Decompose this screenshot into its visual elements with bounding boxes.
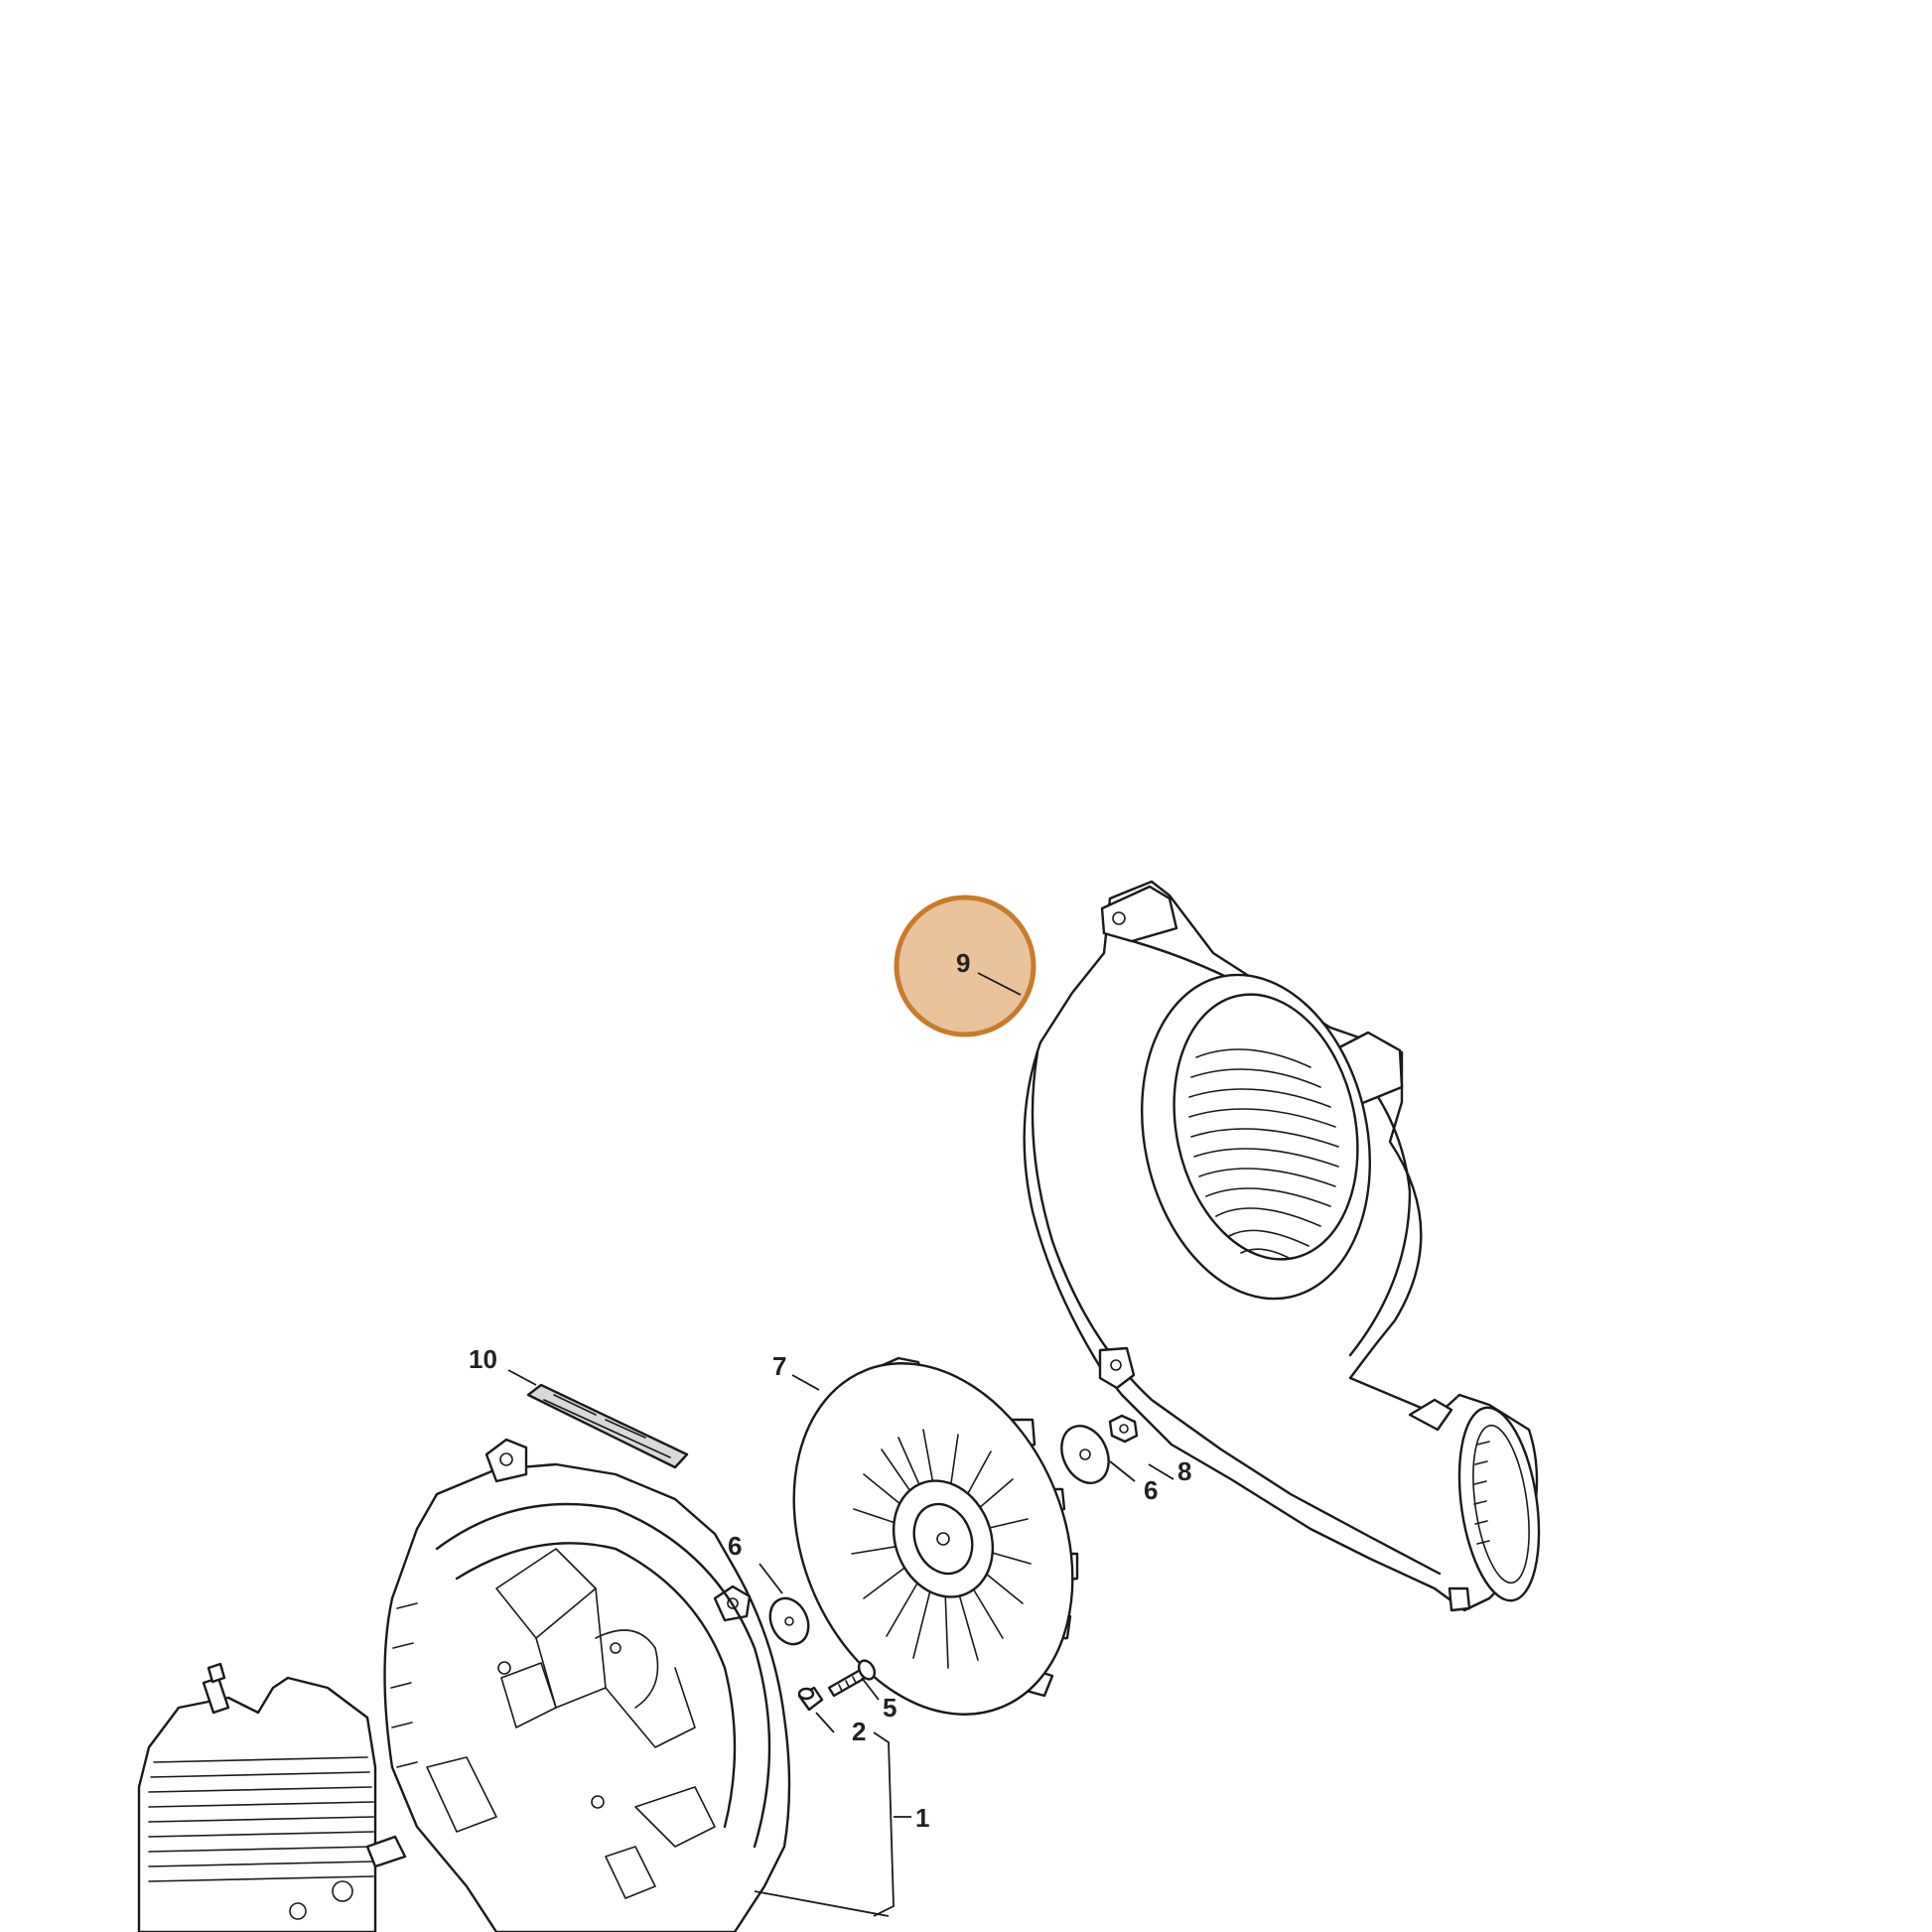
washer-part-6-left[interactable] bbox=[763, 1592, 816, 1651]
blower-housing-part-9[interactable] bbox=[1023, 880, 1551, 1612]
callout-2: 2 bbox=[852, 1717, 866, 1746]
engine-cylinder bbox=[137, 1662, 407, 1932]
callout-9: 9 bbox=[956, 948, 970, 978]
highlight-marker-part-9[interactable] bbox=[894, 895, 1036, 1037]
callout-1: 1 bbox=[915, 1803, 929, 1833]
callout-6-right: 6 bbox=[1144, 1475, 1158, 1505]
callout-labels: 9 10 7 8 6 6 5 2 1 bbox=[469, 948, 1191, 1833]
washer-part-6-right[interactable] bbox=[1052, 1419, 1117, 1491]
nut-part-8[interactable] bbox=[1108, 1414, 1139, 1444]
fan-housing-part-1[interactable] bbox=[383, 1438, 791, 1932]
callout-6-left: 6 bbox=[728, 1531, 742, 1561]
impeller-fan-part-7[interactable] bbox=[744, 1321, 1123, 1756]
callout-7: 7 bbox=[772, 1351, 786, 1381]
label-part-10[interactable] bbox=[526, 1383, 689, 1469]
callout-5: 5 bbox=[883, 1693, 897, 1723]
callout-10: 10 bbox=[469, 1344, 497, 1374]
bushing-part-2[interactable] bbox=[797, 1686, 824, 1712]
screw-part-5[interactable] bbox=[827, 1658, 878, 1698]
callout-leaders bbox=[507, 972, 1174, 1917]
callout-8: 8 bbox=[1177, 1456, 1191, 1486]
